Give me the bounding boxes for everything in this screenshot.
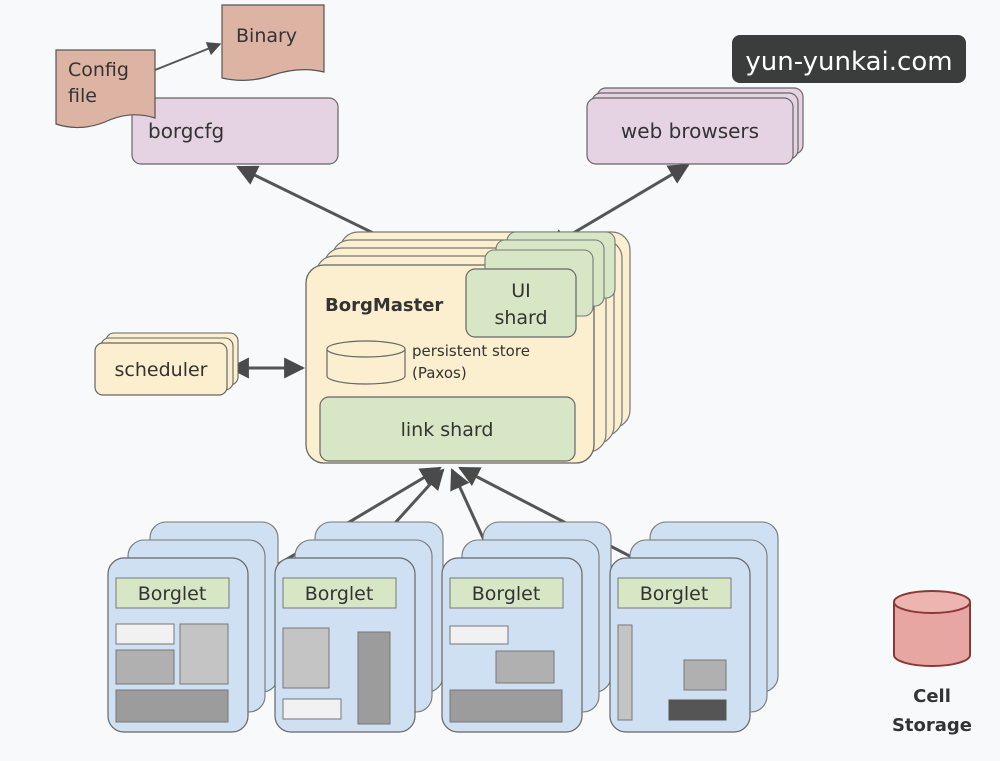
task-block	[668, 699, 727, 721]
borglet-group-3: Borglet	[441, 521, 612, 733]
cell-storage-label-line1: Cell	[913, 686, 951, 707]
watermark-text: yun-yunkai.com	[745, 47, 952, 77]
borglet-box-4	[617, 577, 732, 609]
borglet-box-1	[115, 577, 230, 609]
borglet-group-4: Borglet	[609, 521, 779, 733]
task-block	[683, 659, 727, 691]
config-file-label-line1: Config	[68, 59, 129, 81]
task-block	[282, 627, 330, 689]
borgmaster-title: BorgMaster	[325, 295, 443, 316]
config-file: Config file	[55, 49, 156, 129]
ui-shard-box	[465, 268, 577, 338]
borglet-group-2: Borglet	[274, 521, 444, 733]
cell-storage: Cell Storage	[892, 590, 972, 736]
arrow-config-to-binary	[154, 42, 222, 71]
task-block	[357, 631, 391, 725]
borglet-label-1: Borglet	[138, 583, 207, 605]
borgcfg-label: borgcfg	[148, 119, 224, 143]
persistent-store-cylinder-icon	[326, 340, 406, 385]
scheduler-box	[94, 342, 228, 396]
task-block	[449, 689, 563, 723]
borglet-label-4: Borglet	[640, 583, 709, 605]
binary-shape	[221, 4, 325, 81]
borglet-label-2: Borglet	[305, 583, 374, 605]
persistent-store-label-line2: (Paxos)	[412, 364, 467, 382]
link-shard-box	[319, 396, 576, 462]
ui-shard-label-line2: shard	[494, 307, 547, 329]
task-block	[115, 623, 175, 645]
borglet-group-1: Borglet	[107, 521, 279, 733]
binary-label: Binary	[236, 25, 297, 47]
link-shard-label: link shard	[401, 419, 494, 441]
task-block	[115, 689, 229, 723]
borgcfg-box: borgcfg	[131, 97, 339, 165]
task-block	[282, 698, 342, 720]
borglet-box-2	[282, 577, 397, 609]
borgmaster-stack: UI shard BorgMaster persistent store (Pa…	[305, 231, 631, 464]
config-file-label-line2: file	[68, 85, 97, 107]
task-block	[617, 624, 633, 721]
task-block	[179, 623, 229, 685]
borglet-box-3	[449, 577, 564, 609]
task-block	[495, 650, 555, 684]
binary: Binary	[221, 4, 325, 81]
task-block	[449, 625, 509, 645]
task-block	[115, 649, 175, 685]
web-browsers-label: web browsers	[621, 119, 759, 143]
config-file-shape	[55, 49, 156, 129]
watermark: yun-yunkai.com	[732, 35, 966, 83]
scheduler-label: scheduler	[115, 359, 208, 381]
borglet-label-3: Borglet	[472, 583, 541, 605]
cell-storage-cylinder-icon	[893, 590, 971, 667]
web-browsers-stack: web browsers	[586, 87, 804, 165]
persistent-store-label-line1: persistent store	[412, 342, 530, 360]
scheduler-stack: scheduler	[94, 332, 239, 396]
cell-storage-label-line2: Storage	[892, 715, 972, 736]
ui-shard-label-line1: UI	[511, 280, 531, 302]
